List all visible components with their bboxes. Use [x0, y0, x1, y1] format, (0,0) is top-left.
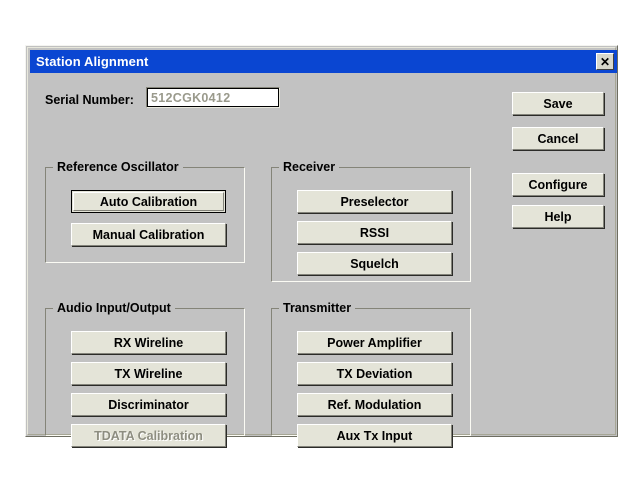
titlebar[interactable]: Station Alignment ✕ [30, 50, 617, 73]
rssi-button[interactable]: RSSI [297, 221, 452, 244]
tx-wireline-button[interactable]: TX Wireline [71, 362, 226, 385]
rx-wireline-button[interactable]: RX Wireline [71, 331, 226, 354]
button-label: Ref. Modulation [327, 397, 422, 412]
group-audio-input-output: Audio Input/Output RX Wireline TX Wireli… [45, 301, 245, 447]
group-receiver: Receiver Preselector RSSI Squelch [271, 160, 471, 282]
button-label: RX Wireline [113, 335, 184, 350]
button-label: Aux Tx Input [336, 428, 413, 443]
serial-number-input[interactable]: 512CGK0412 [146, 87, 280, 108]
squelch-button[interactable]: Squelch [297, 252, 452, 275]
group-title-audio-input-output: Audio Input/Output [53, 301, 175, 315]
configure-button[interactable]: Configure [512, 173, 604, 196]
aux-tx-input-button[interactable]: Aux Tx Input [297, 424, 452, 447]
group-title-transmitter: Transmitter [279, 301, 356, 315]
tdata-calibration-button: TDATA Calibration [71, 424, 226, 447]
window-title: Station Alignment [36, 54, 149, 69]
button-label: Discriminator [108, 397, 189, 412]
power-amplifier-button[interactable]: Power Amplifier [297, 331, 452, 354]
ref-modulation-button[interactable]: Ref. Modulation [297, 393, 452, 416]
discriminator-button[interactable]: Discriminator [71, 393, 226, 416]
button-label: TDATA Calibration [94, 428, 203, 443]
group-reference-oscillator: Reference Oscillator Auto Calibration Ma… [45, 160, 245, 263]
button-label: Cancel [537, 131, 579, 146]
button-label: TX Deviation [336, 366, 413, 381]
tx-deviation-button[interactable]: TX Deviation [297, 362, 452, 385]
button-label: Manual Calibration [92, 227, 205, 242]
cancel-button[interactable]: Cancel [512, 127, 604, 150]
button-label: Help [544, 209, 572, 224]
dialog-client-area: Station Alignment ✕ Serial Number: 512CG… [27, 47, 617, 447]
auto-calibration-button[interactable]: Auto Calibration [71, 190, 226, 213]
button-label: Power Amplifier [327, 335, 422, 350]
save-button[interactable]: Save [512, 92, 604, 115]
manual-calibration-button[interactable]: Manual Calibration [71, 223, 226, 246]
station-alignment-dialog: Station Alignment ✕ Serial Number: 512CG… [25, 45, 618, 447]
button-label: RSSI [359, 225, 390, 240]
button-label: TX Wireline [114, 366, 183, 381]
group-frame [271, 167, 471, 282]
button-label: Auto Calibration [99, 194, 198, 209]
help-button[interactable]: Help [512, 205, 604, 228]
group-title-receiver: Receiver [279, 160, 340, 174]
preselector-button[interactable]: Preselector [297, 190, 452, 213]
serial-number-label: Serial Number: [45, 93, 134, 107]
button-label: Squelch [350, 256, 399, 271]
group-title-reference-oscillator: Reference Oscillator [53, 160, 183, 174]
button-label: Save [543, 96, 573, 111]
group-frame [45, 167, 245, 263]
button-label: Preselector [340, 194, 409, 209]
close-icon[interactable]: ✕ [596, 53, 614, 70]
group-transmitter: Transmitter Power Amplifier TX Deviation… [271, 301, 471, 447]
button-label: Configure [528, 177, 588, 192]
